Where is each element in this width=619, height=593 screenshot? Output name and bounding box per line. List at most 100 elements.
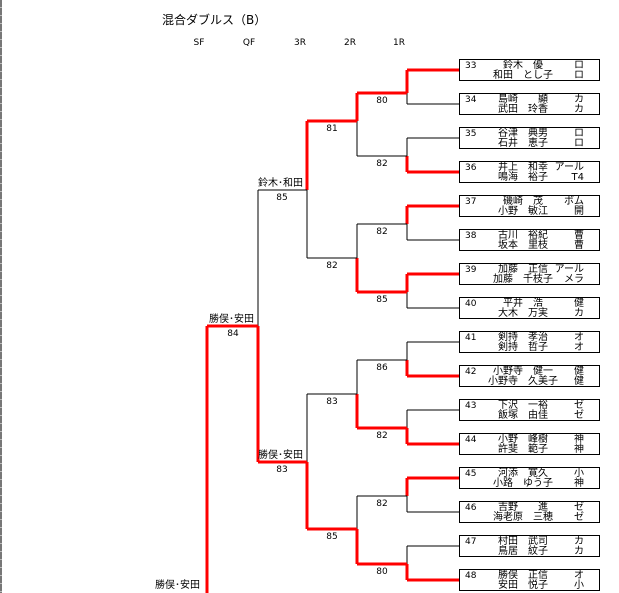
player-2-name: 剣持 哲子 bbox=[498, 342, 548, 353]
entry-number: 37 bbox=[465, 197, 477, 207]
player-2-name: 加藤 千枝子 bbox=[493, 274, 553, 285]
player-1-club: ロ bbox=[574, 60, 584, 71]
player-1-name: 河添 寛久 bbox=[498, 468, 548, 479]
round-header-2r: 2R bbox=[344, 38, 356, 48]
player-1-name: 勝俣 正信 bbox=[498, 570, 548, 581]
player-2-club: 健 bbox=[574, 376, 584, 387]
entry-number: 45 bbox=[465, 469, 477, 479]
window-left-border bbox=[0, 0, 2, 593]
round-header-sf: SF bbox=[193, 38, 205, 48]
player-1-club: アール bbox=[554, 264, 584, 275]
entry-number: 47 bbox=[465, 537, 477, 547]
match-score: 80 bbox=[376, 567, 388, 577]
player-2-club: 神 bbox=[574, 478, 584, 489]
player-2-club: 開 bbox=[574, 206, 584, 217]
player-2-club: ロ bbox=[574, 138, 584, 149]
player-2-name: 鳥居 紋子 bbox=[498, 546, 548, 557]
player-1-name: 鈴木 優 bbox=[503, 60, 543, 71]
match-score: 84 bbox=[227, 329, 239, 339]
match-score: 82 bbox=[376, 159, 388, 169]
player-1-name: 井上 和幸 bbox=[498, 162, 548, 173]
player-1-name: 平井 浩 bbox=[503, 298, 543, 309]
player-1-name: 剣持 孝治 bbox=[498, 332, 548, 343]
player-2-club: カ bbox=[574, 546, 584, 557]
player-2-name: 小路 ゆう子 bbox=[493, 478, 553, 489]
entry-number: 48 bbox=[465, 571, 477, 581]
player-1-club: オ bbox=[574, 332, 584, 343]
match-score: 83 bbox=[276, 465, 288, 475]
player-2-name: 和田 とし子 bbox=[493, 70, 553, 81]
player-2-name: 安田 悦子 bbox=[498, 580, 548, 591]
match-score: 85 bbox=[276, 193, 288, 203]
player-1-name: 谷津 典男 bbox=[498, 128, 548, 139]
player-1-name: 古川 裕紀 bbox=[498, 230, 548, 241]
player-1-club: 神 bbox=[574, 434, 584, 445]
player-2-club: メラ bbox=[564, 274, 584, 285]
player-2-club: ゼ bbox=[574, 512, 584, 523]
player-1-club: カ bbox=[574, 94, 584, 105]
entry-number: 38 bbox=[465, 231, 477, 241]
player-1-club: 健 bbox=[574, 298, 584, 309]
match-score: 83 bbox=[326, 397, 338, 407]
match-score: 82 bbox=[376, 431, 388, 441]
player-1-club: 健 bbox=[574, 366, 584, 377]
player-2-club: T4 bbox=[571, 172, 584, 183]
player-1-name: 村田 武司 bbox=[498, 536, 548, 547]
entry-number: 36 bbox=[465, 163, 477, 173]
player-2-name: 小野寺 久美子 bbox=[488, 376, 558, 387]
player-2-name: 海老原 三穂 bbox=[493, 512, 553, 523]
match-score: 86 bbox=[376, 363, 388, 373]
entry-number: 46 bbox=[465, 503, 477, 513]
player-1-club: ゼ bbox=[574, 502, 584, 513]
player-2-name: 小野 敏江 bbox=[498, 206, 548, 217]
round-header-qf: QF bbox=[242, 38, 256, 48]
entry-number: 42 bbox=[465, 367, 477, 377]
player-2-club: オ bbox=[574, 342, 584, 353]
player-2-name: 坂本 里枝 bbox=[498, 240, 548, 251]
player-2-club: カ bbox=[574, 104, 584, 115]
player-2-club: ロ bbox=[574, 70, 584, 81]
match-score: 82 bbox=[326, 261, 338, 271]
entry-number: 41 bbox=[465, 333, 477, 343]
player-1-name: 吉野 進 bbox=[498, 502, 548, 513]
entry-number: 43 bbox=[465, 401, 477, 411]
player-1-club: ロ bbox=[574, 128, 584, 139]
match-score: 80 bbox=[376, 96, 388, 106]
match-score: 82 bbox=[376, 227, 388, 237]
match-score: 82 bbox=[376, 499, 388, 509]
round-header-3r: 3R bbox=[294, 38, 306, 48]
entry-number: 39 bbox=[465, 265, 477, 275]
entry-number: 44 bbox=[465, 435, 477, 445]
entry-number: 33 bbox=[465, 61, 477, 71]
entry-number: 35 bbox=[465, 129, 477, 139]
player-1-name: 下沢 一裕 bbox=[498, 400, 548, 411]
player-1-club: ボム bbox=[564, 196, 584, 207]
player-1-name: 島崎 顯 bbox=[498, 94, 548, 105]
player-2-name: 鳴海 裕子 bbox=[498, 172, 548, 183]
match-winner-label: 鈴木･和田 bbox=[258, 178, 303, 189]
player-2-name: 石井 恵子 bbox=[498, 138, 548, 149]
player-2-name: 大木 万実 bbox=[498, 308, 548, 319]
player-2-name: 武田 玲香 bbox=[498, 104, 548, 115]
round-header-1r: 1R bbox=[393, 38, 405, 48]
match-score: 85 bbox=[376, 295, 388, 305]
player-2-club: カ bbox=[574, 308, 584, 319]
player-1-name: 小野寺 健一 bbox=[493, 366, 553, 377]
